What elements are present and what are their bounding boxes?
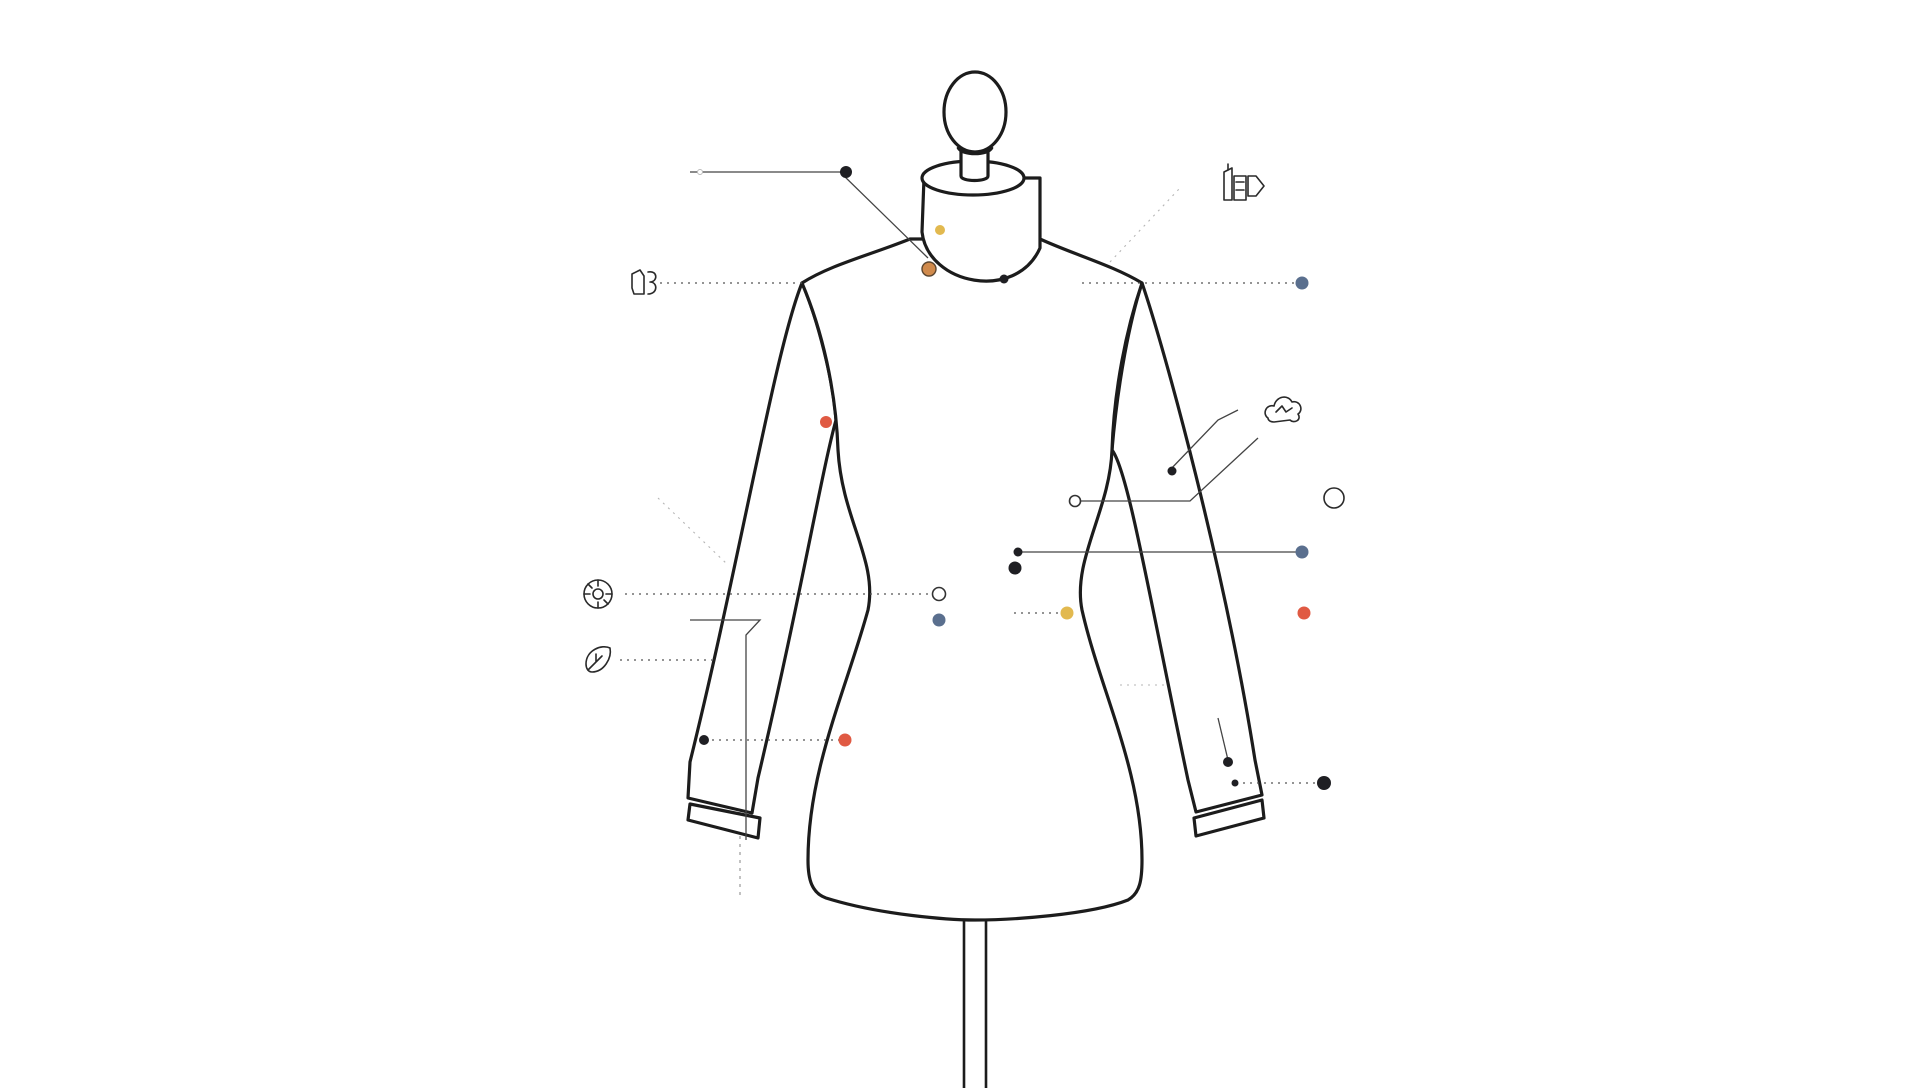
marker-dot [1297,606,1311,620]
marker-dot [1317,776,1331,790]
left-sleeve [686,281,838,815]
neck [959,148,990,183]
marker-dot [1167,466,1177,476]
right-cuff [1192,798,1266,838]
right-sleeve [1110,281,1264,814]
markers [697,166,1331,790]
cloud-icon [1264,396,1302,423]
marker-dot [1013,547,1023,557]
marker-dot [921,261,937,277]
stand-pole [962,908,988,1088]
marker-dot [820,416,832,428]
marker-hollow [931,586,947,602]
circle-icon [1323,487,1345,509]
ruler-gauge-icon [631,269,657,295]
gear-icon [583,579,613,609]
leader-lines [620,171,1322,840]
marker-dot [999,274,1009,284]
marker-hollow [697,169,703,175]
marker-dot [1060,606,1074,620]
marker-dot [1223,757,1233,767]
leaf-icon [585,646,612,673]
bodice [800,237,1144,922]
marker-dot [838,733,852,747]
head [942,70,1008,156]
marker-dot [1231,779,1239,787]
marker-hollow [1068,494,1082,508]
marker-dot [935,225,945,235]
marker-dot [1295,276,1309,290]
marker-dot [1295,545,1309,559]
arrow-blocks-icon [1223,163,1265,201]
marker-dot [699,735,709,745]
marker-dot [1008,561,1022,575]
marker-dot [932,613,946,627]
left-cuff [686,802,762,840]
marker-dot [840,166,852,178]
